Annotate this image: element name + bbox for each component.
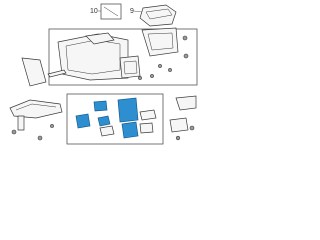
fastener-b (183, 53, 189, 59)
bracket-bolt-2 (37, 135, 43, 141)
bracket (9, 99, 63, 119)
bracket-bolt-1 (11, 129, 17, 135)
bracket-detail (15, 103, 57, 111)
right-bracket (175, 95, 197, 111)
part-10-box (100, 3, 122, 20)
highlight-part-knob (97, 115, 111, 127)
bracket-bolt-3 (50, 124, 54, 128)
side-panel-detail (147, 32, 174, 51)
lower-assembly-frame (66, 93, 164, 145)
side-panel (141, 27, 179, 57)
small-trim-strip (47, 69, 67, 78)
lower-part-gray-c (139, 122, 154, 134)
fastener-c (158, 64, 162, 68)
left-trim-panel (21, 57, 47, 87)
fastener-d (168, 68, 172, 72)
bottom-right-group (169, 95, 197, 141)
lower-assembly-group (75, 97, 157, 139)
bracket-group (9, 99, 63, 141)
parts-diagram: 10 9 (9, 3, 198, 145)
highlight-part-plate (75, 113, 91, 129)
part-9-cover (139, 4, 177, 27)
main-assembly-frame (48, 28, 198, 86)
console-lid (85, 32, 115, 45)
right-clip (169, 117, 189, 133)
right-screw (175, 135, 181, 141)
part-9-inner (145, 8, 173, 20)
highlight-part-holder (117, 97, 139, 123)
fastener-f (138, 76, 142, 80)
console-bin-detail (123, 60, 138, 75)
lower-part-gray-b (139, 109, 157, 121)
part-9-group: 9 (130, 4, 177, 27)
callout-9: 9 (130, 8, 134, 15)
highlight-part-cup (121, 121, 139, 139)
fastener-a (182, 35, 188, 41)
part-10-line (103, 6, 119, 17)
highlight-part-switch (93, 100, 108, 112)
console-body-group (57, 27, 189, 81)
right-bolt (189, 125, 195, 131)
callout-10: 10 (90, 8, 98, 15)
console-bin (119, 55, 141, 79)
left-trim-group (21, 57, 67, 87)
leader-9 (133, 10, 143, 13)
lower-part-gray-a (99, 125, 115, 137)
bracket-leg (17, 115, 25, 131)
fastener-e (150, 74, 154, 78)
part-10-group: 10 (90, 3, 122, 20)
